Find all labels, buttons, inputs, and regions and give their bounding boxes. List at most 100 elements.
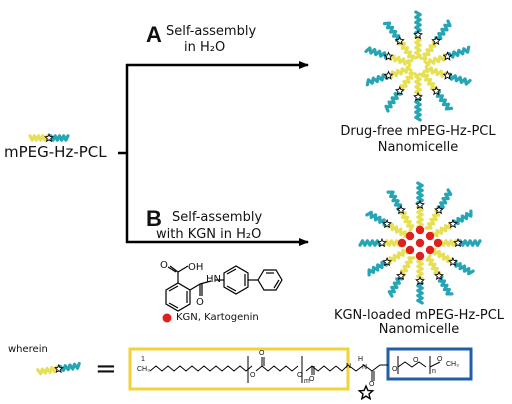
micelle-arm — [431, 209, 473, 238]
wherein-label: wherein — [8, 344, 48, 355]
benzene-ring-2 — [223, 265, 249, 295]
equals-sign: = — [95, 354, 117, 384]
star-icon — [434, 204, 444, 215]
product-a-line2: Nanomicelle — [377, 140, 459, 155]
formula-m: m — [304, 378, 310, 385]
micelle-arm — [415, 181, 425, 229]
kgn-dot — [433, 238, 443, 248]
route-a-letter: A — [146, 22, 162, 47]
peg-chain — [397, 361, 427, 368]
formula-o8: O — [437, 356, 443, 363]
formula-n2: N — [362, 364, 368, 371]
formula-n1: N — [346, 363, 352, 370]
star-icon — [396, 204, 406, 215]
formula-o1: O — [250, 372, 256, 379]
star-icon — [448, 256, 458, 267]
kgn-loaded-micelle — [358, 181, 482, 305]
benzene-ring-3 — [257, 269, 283, 291]
micelle-arm — [413, 72, 423, 122]
unimer-label: mPEG-Hz-PCL — [4, 143, 107, 161]
star-icon — [415, 275, 425, 286]
kgn-dot — [405, 245, 415, 255]
star-icon — [431, 85, 442, 96]
kgn-o2-label: O — [196, 297, 204, 308]
wherein-molecule — [36, 361, 81, 376]
kgn-dot — [415, 225, 425, 235]
route-a-line1: Self-assembly — [166, 24, 257, 39]
formula-ch3-end: CH₃ — [446, 361, 459, 368]
star-icon — [357, 384, 375, 401]
kgn-dot — [415, 238, 425, 248]
unimer-glyph — [28, 132, 70, 143]
star-icon — [53, 363, 64, 374]
micelle-arm — [434, 237, 482, 248]
formula-o5: O — [369, 381, 375, 388]
route-b-line1: Self-assembly — [172, 210, 263, 225]
formula-o2: O — [259, 350, 265, 357]
formula-o7: O — [413, 357, 419, 364]
micelle-arm — [413, 10, 423, 60]
kgn-oh-label: OH — [188, 262, 204, 273]
micelle-arm — [433, 247, 475, 276]
micelle-arm — [367, 248, 409, 277]
micelle-arm — [423, 45, 471, 67]
branch-arrows — [118, 61, 309, 246]
kgn-legend-dot — [162, 313, 172, 323]
micelle-arm — [419, 19, 452, 61]
formula-backbone — [149, 356, 441, 383]
kgn-dot — [405, 231, 415, 241]
star-icon — [442, 70, 453, 80]
unimer-molecule — [28, 132, 70, 143]
route-b-letter: B — [146, 206, 162, 231]
alkyl-chain — [149, 365, 253, 372]
star-icon — [382, 256, 392, 267]
formula-o6: O — [392, 366, 398, 373]
star-icon — [396, 270, 406, 281]
star-icon — [453, 237, 463, 248]
star-icon — [442, 51, 453, 61]
micelle-arm — [425, 254, 454, 296]
kgn-legend-label: KGN, Kartogenin — [176, 312, 259, 323]
hydrazone-star — [357, 384, 375, 401]
star-icon — [413, 91, 423, 102]
micelle-arm — [420, 69, 454, 111]
star-icon — [431, 35, 442, 46]
micelle-arm — [415, 257, 425, 305]
kgn-structure — [165, 265, 283, 312]
micelle-arm — [364, 46, 412, 68]
star-icon — [448, 218, 458, 229]
kgn-dot — [415, 251, 425, 261]
micelle-arm — [365, 210, 407, 239]
star-icon — [415, 199, 425, 210]
micelle-arm — [382, 21, 416, 63]
formula-o4: O — [309, 376, 315, 383]
kgn-dot — [397, 238, 407, 248]
kgn-drug-core — [397, 225, 443, 261]
micelle-arm — [424, 64, 472, 86]
micelle-arm — [384, 71, 417, 113]
star-icon — [383, 70, 394, 80]
kgn-o-label: O — [160, 260, 168, 271]
kgn-hn-label: HN — [206, 274, 221, 285]
peg-box — [128, 347, 350, 391]
product-a-line1: Drug-free mPEG-Hz-PCL — [340, 124, 496, 139]
route-b-line2: with KGN in H₂O — [156, 227, 262, 242]
formula-ch3: CH₃ — [137, 366, 150, 373]
wherein-glyph — [36, 361, 81, 376]
formula-n: n — [432, 368, 436, 375]
drug-free-micelle — [364, 10, 472, 122]
linker-chain — [305, 365, 337, 372]
star-icon — [394, 35, 405, 46]
formula-c1-number: 1 — [141, 356, 145, 363]
product-b-line1: KGN-loaded mPEG-Hz-PCL — [333, 308, 505, 323]
micelle-arm — [365, 65, 413, 87]
star-icon — [434, 270, 444, 281]
micelle-arm — [358, 237, 406, 248]
star-icon — [383, 51, 394, 61]
product-b-line2: Nanomicelle — [378, 322, 460, 337]
kgn-dot — [425, 245, 435, 255]
kgn-dot — [425, 231, 435, 241]
micelle-arm — [424, 188, 453, 230]
route-a-line2: in H₂O — [184, 40, 226, 55]
